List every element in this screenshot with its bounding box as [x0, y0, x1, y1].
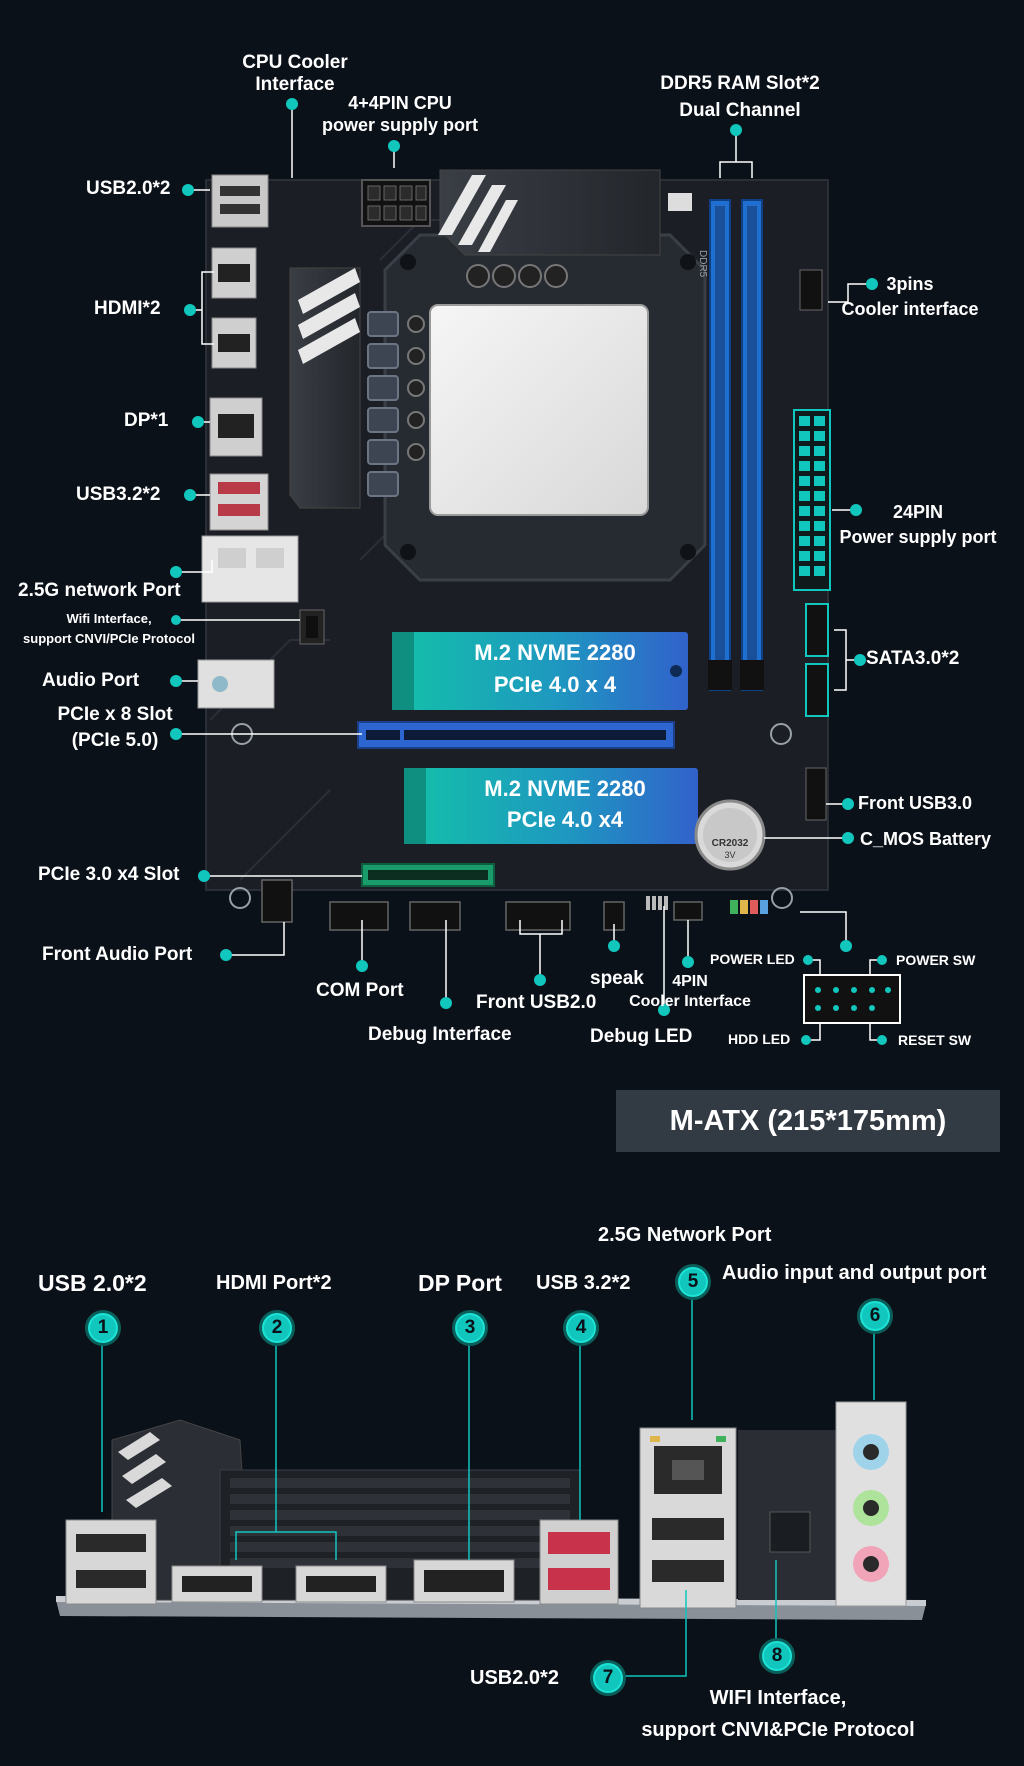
- board-io-ports: [197, 174, 299, 709]
- label-front-audio: Front Audio Port: [42, 944, 193, 965]
- label-speak: speak: [590, 968, 644, 989]
- io-number-7: 7: [590, 1660, 626, 1696]
- label-cpu-cooler: CPU Cooler Interface: [242, 52, 348, 95]
- label-cmos: C_MOS Battery: [860, 829, 992, 849]
- label-com: COM Port: [316, 980, 404, 1001]
- svg-text:CR2032: CR2032: [712, 838, 749, 849]
- m2-2-line2: PCIe 4.0 x4: [506, 807, 624, 832]
- io-number-4: 4: [563, 1310, 599, 1346]
- m2-slot-1: [392, 632, 688, 710]
- label-net: 2.5G network Port: [18, 580, 181, 601]
- label-front-usb2: Front USB2.0: [476, 992, 597, 1013]
- label-cpu-power: 4+4PIN CPU power supply port: [321, 93, 478, 135]
- m2-slot-2: [404, 768, 698, 844]
- label-three-pins: 3pins Cooler interface: [841, 274, 979, 319]
- front-panel-diagram: [803, 974, 901, 1024]
- sata-port-2: [805, 663, 829, 717]
- io-label-8: WIFI Interface, support CNVI&PCIe Protoc…: [641, 1687, 915, 1741]
- cmos-battery: CR2032 3V: [694, 799, 766, 871]
- label-usb20-top: USB2.0*2: [86, 178, 171, 199]
- label-pcie3: PCIe 3.0 x4 Slot: [38, 864, 180, 885]
- io-number-3: 3: [452, 1310, 488, 1346]
- label-wifi: Wifi Interface, support CNVI/PCIe Protoc…: [23, 611, 195, 646]
- label-24pin: 24PIN Power supply port: [839, 502, 997, 547]
- debug-header: [409, 901, 461, 931]
- io-label-6: Audio input and output port: [722, 1262, 987, 1284]
- io-number-8: 8: [759, 1638, 795, 1674]
- sata-port-1: [805, 603, 829, 657]
- form-factor-badge: M-ATX (215*175mm): [616, 1090, 1000, 1152]
- io-label-5: 2.5G Network Port: [598, 1224, 772, 1246]
- label-dp: DP*1: [124, 410, 169, 431]
- label-sata: SATA3.0*2: [866, 648, 960, 669]
- label-four-pin: 4PIN Cooler Interface: [629, 973, 751, 1010]
- label-front-usb3: Front USB3.0: [858, 793, 973, 813]
- front-usb2-header: [505, 901, 571, 931]
- com-header: [329, 901, 389, 931]
- label-power-led: POWER LED: [710, 951, 795, 967]
- front-usb3-header: [805, 767, 827, 821]
- io-label-2: HDMI Port*2: [216, 1272, 332, 1294]
- io-label-3: DP Port: [418, 1270, 502, 1296]
- io-number-2: 2: [259, 1310, 295, 1346]
- io-number-6: 6: [857, 1298, 893, 1334]
- label-reset-sw: RESET SW: [898, 1032, 972, 1048]
- io-number-1: 1: [85, 1310, 121, 1346]
- svg-text:3V: 3V: [724, 850, 735, 860]
- label-debug-if: Debug Interface: [368, 1024, 512, 1045]
- label-audio: Audio Port: [42, 670, 140, 691]
- front-audio-header: [261, 879, 293, 923]
- label-hdmi: HDMI*2: [94, 298, 161, 319]
- cpu-socket: [429, 304, 649, 516]
- io-label-7: USB2.0*2: [470, 1667, 559, 1689]
- ddr5-print: DDR5: [697, 250, 708, 278]
- io-number-5: 5: [675, 1264, 711, 1300]
- m2-2-line1: M.2 NVME 2280: [484, 776, 646, 801]
- label-ddr5: DDR5 RAM Slot*2 Dual Channel: [660, 73, 820, 121]
- label-debug-led: Debug LED: [590, 1026, 693, 1047]
- m2-1-line1: M.2 NVME 2280: [474, 640, 636, 665]
- label-pcie8: PCIe x 8 Slot (PCIe 5.0): [57, 704, 173, 751]
- label-power-sw: POWER SW: [896, 952, 976, 968]
- io-label-1: USB 2.0*2: [38, 1270, 147, 1296]
- ram-slots: [708, 199, 764, 691]
- m2-1-line2: PCIe 4.0 x 4: [493, 672, 617, 697]
- io-panel-drawing: [56, 1401, 926, 1620]
- four-pin-header: [673, 901, 703, 921]
- front-panel-leds: [730, 900, 768, 914]
- debug-leds: [646, 896, 668, 910]
- io-label-4: USB 3.2*2: [536, 1272, 631, 1294]
- label-hdd-led: HDD LED: [728, 1031, 791, 1047]
- three-pin-cooler-header: [799, 269, 823, 311]
- label-usb32: USB3.2*2: [76, 484, 161, 505]
